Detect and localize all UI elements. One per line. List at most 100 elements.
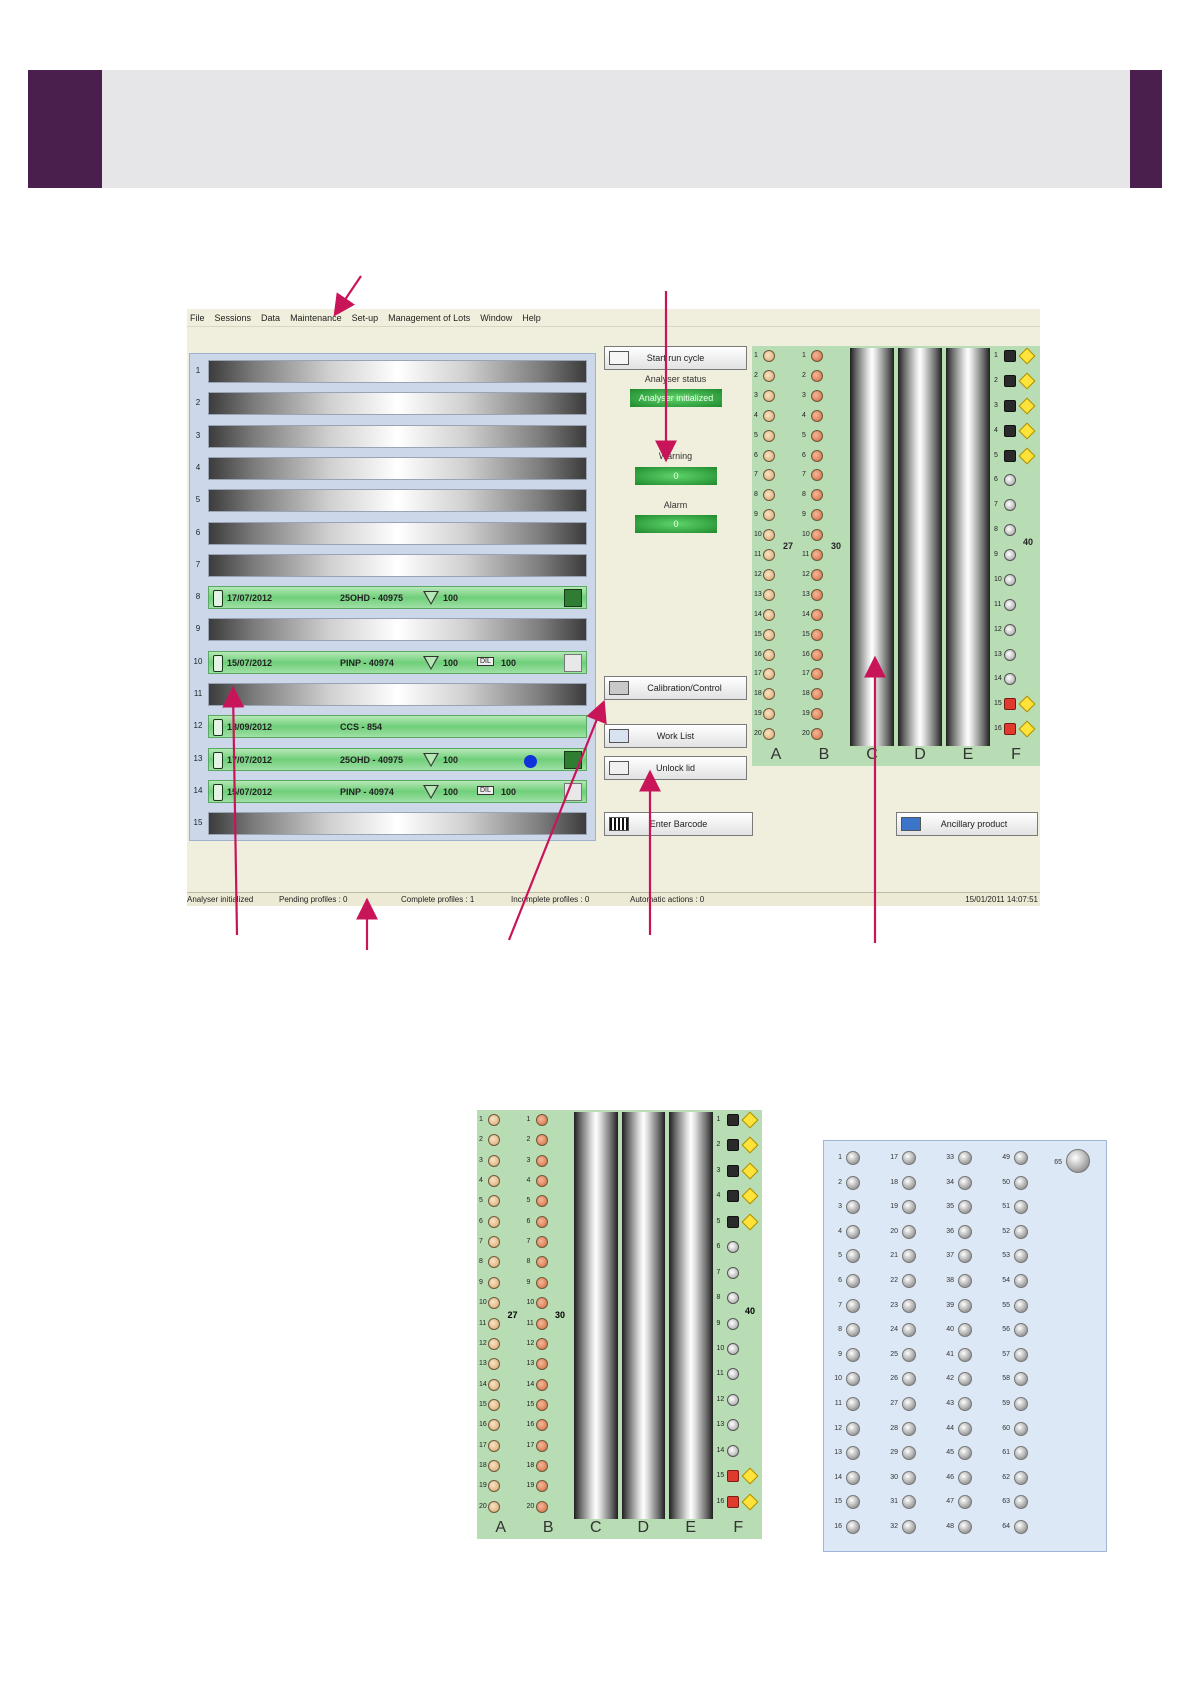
sample-position[interactable] [488, 1500, 500, 1513]
sample-position[interactable] [488, 1154, 500, 1167]
mixer-icon[interactable] [564, 653, 582, 672]
grid-position[interactable] [958, 1446, 972, 1461]
grid-position[interactable] [958, 1520, 972, 1534]
grid-position[interactable] [1014, 1274, 1028, 1288]
grid-position[interactable] [902, 1298, 916, 1313]
sample-position-error[interactable] [811, 608, 823, 621]
menu-file[interactable]: File [190, 312, 205, 323]
grid-position[interactable] [958, 1323, 972, 1338]
sample-position-error[interactable] [535, 1256, 548, 1269]
sample-position[interactable] [763, 389, 775, 402]
sample-position[interactable] [488, 1236, 500, 1249]
sample-position-error[interactable] [535, 1195, 548, 1208]
grid-position[interactable] [1014, 1397, 1028, 1411]
grid-position[interactable] [1014, 1323, 1028, 1338]
grid-position[interactable] [1014, 1470, 1028, 1485]
grid-position[interactable] [902, 1175, 916, 1190]
menu-maintenance[interactable]: Maintenance [290, 312, 342, 323]
grid-position[interactable] [902, 1249, 916, 1264]
ancillary-position-loaded[interactable] [1004, 449, 1016, 462]
grid-position[interactable] [902, 1323, 916, 1338]
sample-position[interactable] [488, 1195, 500, 1208]
grid-position[interactable] [1014, 1520, 1028, 1534]
grid-position[interactable] [1014, 1372, 1028, 1387]
sample-position-error[interactable] [811, 648, 823, 661]
grid-position[interactable] [958, 1347, 972, 1362]
empty-slot-bar[interactable] [208, 521, 587, 545]
sample-position[interactable] [763, 648, 775, 661]
grid-position[interactable] [846, 1151, 860, 1165]
grid-position[interactable] [846, 1372, 860, 1387]
sample-position[interactable] [488, 1337, 500, 1350]
reagent-slot[interactable]: 3 [190, 423, 595, 450]
reagent-slot[interactable]: 9 [190, 616, 595, 643]
grid-position[interactable] [1014, 1421, 1028, 1436]
ancillary-position-loaded[interactable] [1004, 399, 1016, 412]
grid-position[interactable] [902, 1520, 916, 1534]
sample-position-error[interactable] [535, 1378, 548, 1391]
ancillary-position[interactable] [726, 1266, 739, 1279]
ancillary-position[interactable] [1004, 573, 1016, 586]
sample-position-error[interactable] [811, 350, 823, 362]
grid-position-large[interactable] [1066, 1149, 1090, 1173]
grid-position[interactable] [846, 1298, 860, 1313]
ancillary-position-loaded[interactable] [1004, 374, 1016, 387]
sample-position-error[interactable] [811, 728, 823, 741]
grid-position[interactable] [902, 1397, 916, 1411]
sample-position[interactable] [488, 1317, 500, 1330]
sample-position-error[interactable] [535, 1317, 548, 1330]
grid-position[interactable] [846, 1446, 860, 1461]
mixer-icon[interactable] [564, 589, 582, 608]
start-run-cycle-button[interactable]: Start run cycle [604, 346, 747, 370]
grid-position[interactable] [1014, 1224, 1028, 1239]
ancillary-position-alert[interactable] [726, 1470, 739, 1483]
reagent-tube-rack[interactable] [621, 1112, 665, 1519]
reagent-tube-rack[interactable] [946, 348, 990, 746]
sample-position-error[interactable] [535, 1134, 548, 1147]
sample-position[interactable] [763, 568, 775, 581]
reagent-slot[interactable]: 11 [190, 681, 595, 708]
sample-position[interactable] [488, 1114, 500, 1126]
grid-position[interactable] [958, 1298, 972, 1313]
grid-position[interactable] [958, 1224, 972, 1239]
ancillary-position[interactable] [726, 1317, 739, 1330]
sample-position-error[interactable] [811, 449, 823, 462]
grid-position[interactable] [846, 1249, 860, 1264]
sample-position-error[interactable] [811, 708, 823, 721]
ancillary-position[interactable] [1004, 474, 1016, 487]
grid-position[interactable] [958, 1470, 972, 1485]
sample-position-error[interactable] [535, 1154, 548, 1167]
sample-position[interactable] [488, 1175, 500, 1188]
sample-position[interactable] [488, 1215, 500, 1228]
grid-position[interactable] [902, 1495, 916, 1510]
sample-position-error[interactable] [811, 529, 823, 542]
ancillary-position[interactable] [726, 1419, 739, 1432]
reagent-slot[interactable]: 2 [190, 390, 595, 417]
sample-position-error[interactable] [811, 469, 823, 482]
ancillary-position[interactable] [1004, 673, 1016, 686]
ancillary-position-loaded[interactable] [726, 1114, 739, 1126]
grid-position[interactable] [958, 1249, 972, 1264]
empty-slot-bar[interactable] [208, 618, 587, 642]
grid-position[interactable] [902, 1421, 916, 1436]
grid-position[interactable] [846, 1200, 860, 1215]
reagent-slot[interactable]: 1 [190, 358, 595, 385]
grid-position[interactable] [846, 1224, 860, 1239]
grid-position[interactable] [846, 1520, 860, 1534]
grid-position[interactable] [958, 1175, 972, 1190]
grid-position[interactable] [846, 1470, 860, 1485]
grid-position[interactable] [902, 1446, 916, 1461]
ancillary-position[interactable] [726, 1393, 739, 1406]
menu-data[interactable]: Data [261, 312, 281, 323]
grid-position[interactable] [902, 1347, 916, 1362]
sample-position-error[interactable] [535, 1419, 548, 1432]
ancillary-position-alert[interactable] [1004, 698, 1016, 711]
grid-position[interactable] [902, 1151, 916, 1165]
sample-position-error[interactable] [811, 429, 823, 442]
ancillary-position-loaded[interactable] [726, 1164, 739, 1177]
ancillary-position-alert[interactable] [726, 1495, 739, 1508]
ancillary-position-loaded[interactable] [1004, 350, 1016, 362]
